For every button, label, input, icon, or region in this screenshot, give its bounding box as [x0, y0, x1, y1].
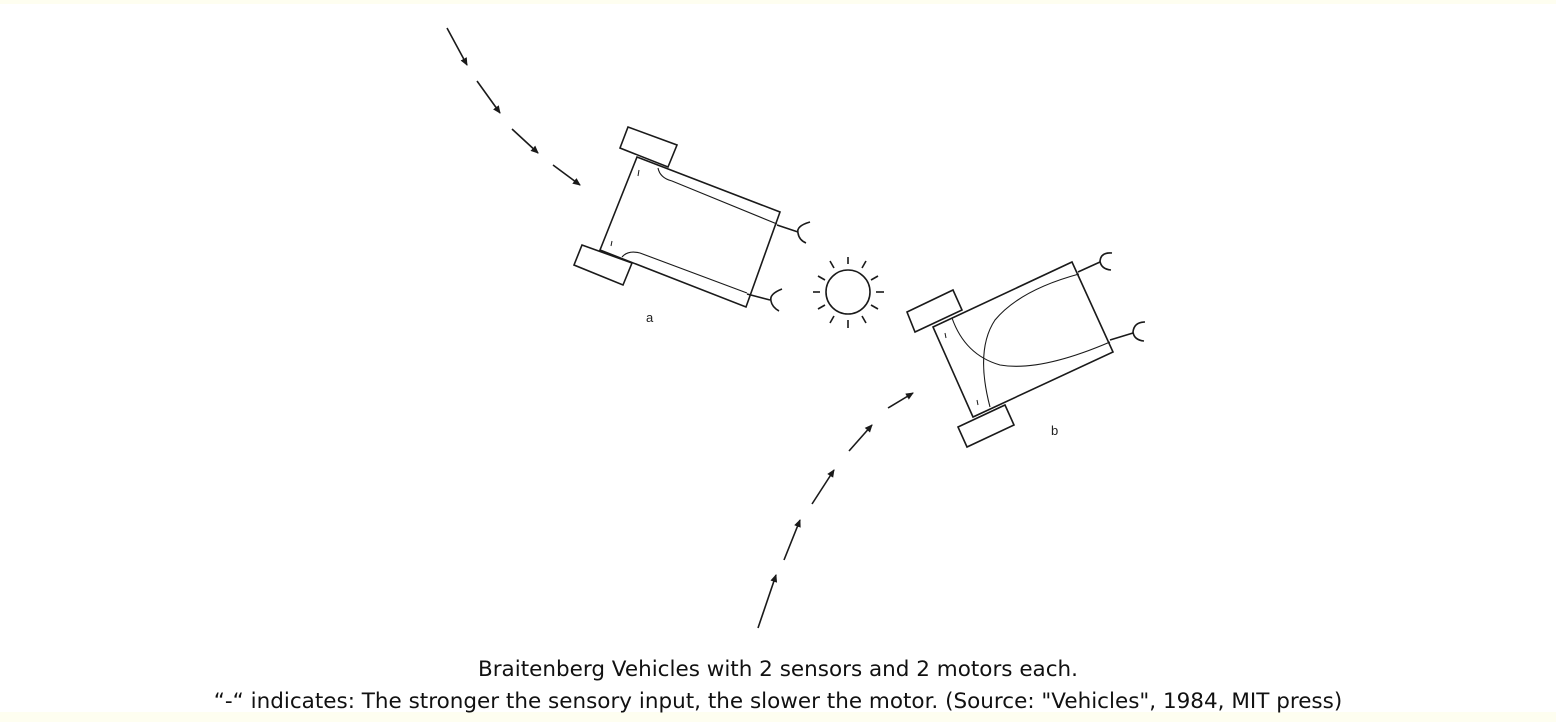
vehicle-a-sensor-top	[796, 221, 811, 244]
vehicle-b	[905, 252, 1146, 449]
vehicle-b-label: b	[1051, 423, 1058, 438]
trajectory-b-arrows	[757, 392, 914, 629]
caption-line-1: Braitenberg Vehicles with 2 sensors and …	[477, 657, 1079, 682]
vehicle-a-wire-top	[657, 167, 778, 225]
vehicle-b-body	[931, 260, 1115, 419]
vehicle-b-sensor-top	[1099, 252, 1113, 271]
trajectory-a-arrows	[446, 27, 581, 186]
vehicle-a-wheel-bottom	[572, 243, 634, 287]
vehicle-b-sensor-bottom	[1132, 321, 1146, 342]
vehicle-a-wheel-top	[618, 125, 679, 169]
figure-canvas	[0, 4, 1556, 712]
vehicle-a-sensor-bottom	[769, 288, 783, 312]
vehicle-b-wire-crossed-1	[951, 317, 1111, 367]
caption-line-2: “-“ indicates: The stronger the sensory …	[213, 689, 1343, 714]
sun-icon	[813, 257, 884, 328]
vehicle-b-wheel-bottom	[956, 403, 1016, 449]
vehicle-b-wire-crossed-2	[983, 273, 1080, 408]
vehicle-a-label: a	[646, 310, 654, 325]
vehicle-a-body	[598, 155, 782, 309]
vehicle-a	[572, 125, 811, 312]
vehicle-a-wire-bottom	[621, 251, 748, 294]
vehicle-b-wheel-top	[905, 288, 964, 334]
